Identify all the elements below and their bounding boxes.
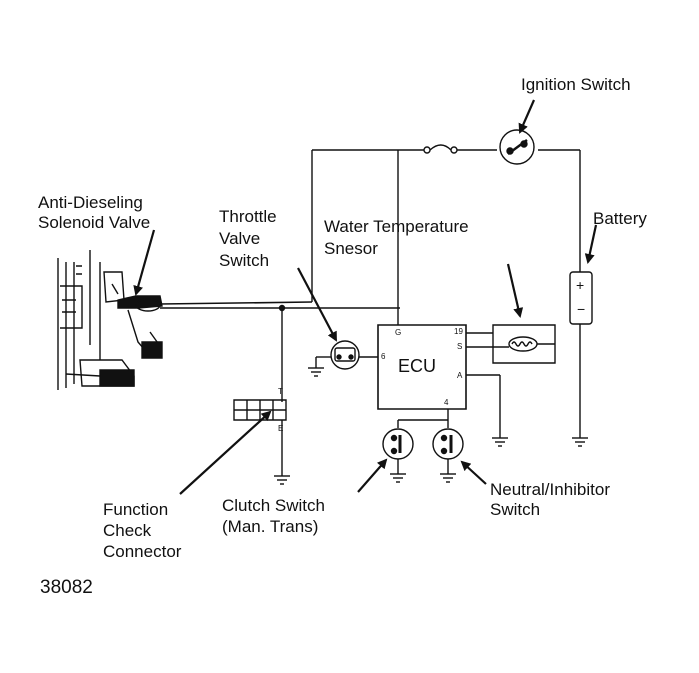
anti-dieseling-solenoid-icon [58, 250, 162, 390]
throttle-label-line1: Throttle [219, 207, 277, 226]
clutch-label-line2: (Man. Trans) [222, 517, 319, 536]
wire-solenoid-main [160, 302, 312, 304]
ecu-pin-4: 4 [444, 398, 449, 407]
neutral-label-line1: Neutral/Inhibitor [490, 480, 611, 499]
anti-dieseling-label-line2: Solenoid Valve [38, 213, 151, 232]
arrow-neutral [460, 460, 486, 484]
arrow-clutch [358, 458, 388, 492]
neutral-inhibitor-switch-icon [433, 429, 463, 482]
water-temp-sensor-icon [466, 325, 555, 363]
ecu-title: ECU [398, 356, 437, 376]
arrow-ignition [518, 100, 534, 134]
fuse-icon [424, 145, 497, 153]
ignition-switch-icon [500, 130, 534, 164]
function-label-line3: Connector [103, 542, 182, 561]
connector-pin-bottom: E [278, 424, 284, 433]
ecu-pin-19: 19 [454, 327, 463, 336]
ecu-pin-6: 6 [381, 352, 386, 361]
arrow-battery [584, 225, 596, 264]
function-check-connector-icon [234, 400, 290, 484]
arrow-water-temp [508, 264, 524, 318]
ecu-box [378, 325, 466, 409]
figure-code: 38082 [40, 577, 93, 598]
function-label-line1: Function [103, 500, 169, 519]
battery-positive-terminal: + [576, 277, 585, 293]
ignition-switch-label: Ignition Switch [521, 75, 631, 94]
battery-icon [570, 272, 592, 446]
arrow-solenoid [133, 230, 154, 296]
throttle-label-line3: Switch [219, 251, 270, 270]
function-label-line2: Check [103, 521, 152, 540]
anti-dieseling-label-line1: Anti-Dieseling [38, 193, 143, 212]
ecu-pin-s: S [457, 342, 463, 351]
clutch-label-line1: Clutch Switch [222, 496, 325, 515]
battery-label: Battery [593, 209, 647, 228]
ecu-pin-g: G [395, 328, 402, 337]
connector-pin-top: T [278, 387, 283, 396]
clutch-switch-icon [383, 429, 413, 482]
throttle-label-line2: Valve [219, 229, 261, 248]
ecu-pin-a: A [457, 371, 463, 380]
battery-negative-terminal: − [577, 301, 586, 317]
arrow-throttle [298, 268, 336, 342]
water-temp-label-line1: Water Temperature [324, 217, 469, 236]
neutral-label-line2: Switch [490, 500, 541, 519]
arrow-function [180, 410, 272, 494]
throttle-valve-switch-icon [308, 341, 378, 376]
water-temp-label-line2: Snesor [324, 239, 378, 258]
